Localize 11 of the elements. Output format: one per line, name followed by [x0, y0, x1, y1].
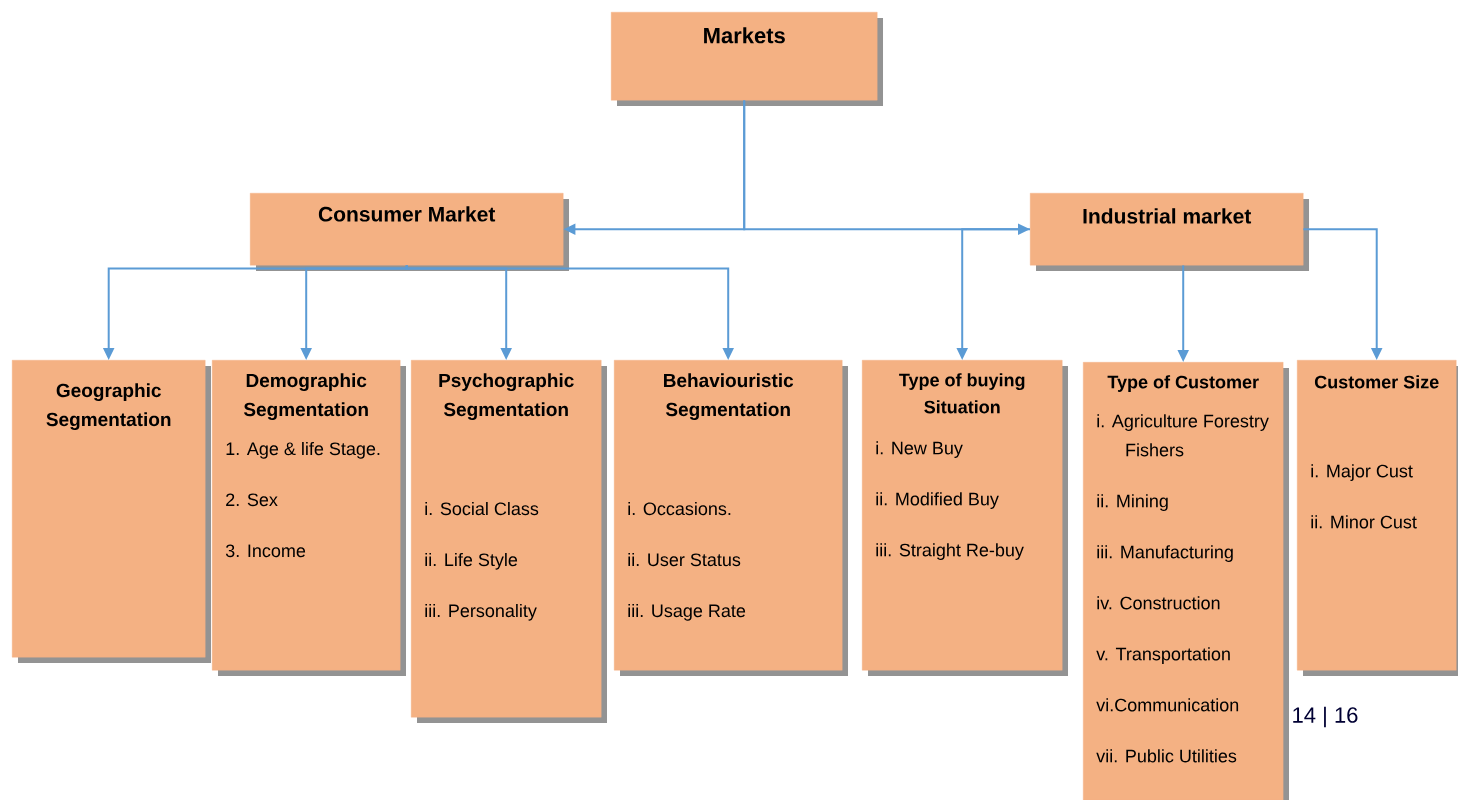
- segment-box: Behaviouristic Segmentation i. Occasions. ii. User Status iii. Usage Rate: [614, 360, 848, 676]
- page-number: 14 | 16: [1293, 706, 1358, 728]
- segment-box: Demographic Segmentation 1. Age & life Stage. 2. Sex 3. Income: [212, 360, 406, 676]
- segment-box: Type of Customer i. Agriculture Forestry Fishers ii. Mining iii. Manufacturing iv. Construction v. Transportation vi.Communication vii. Public Utilities: [1083, 362, 1289, 800]
- heading-box: Markets: [611, 12, 883, 106]
- segment-box: Geographic Segmentation: [12, 360, 211, 663]
- segment-box: Type of buying Situation i. New Buy ii. Modified Buy iii. Straight Re-buy: [862, 360, 1068, 676]
- category-box: Industrial market: [1030, 193, 1309, 271]
- segment-box: Psychographic Segmentation i. Social Class ii. Life Style iii. Personality: [411, 360, 607, 723]
- segment-box: Customer Size i. Major Cust ii. Minor Cust: [1297, 360, 1458, 676]
- category-box: Consumer Market: [250, 193, 569, 271]
